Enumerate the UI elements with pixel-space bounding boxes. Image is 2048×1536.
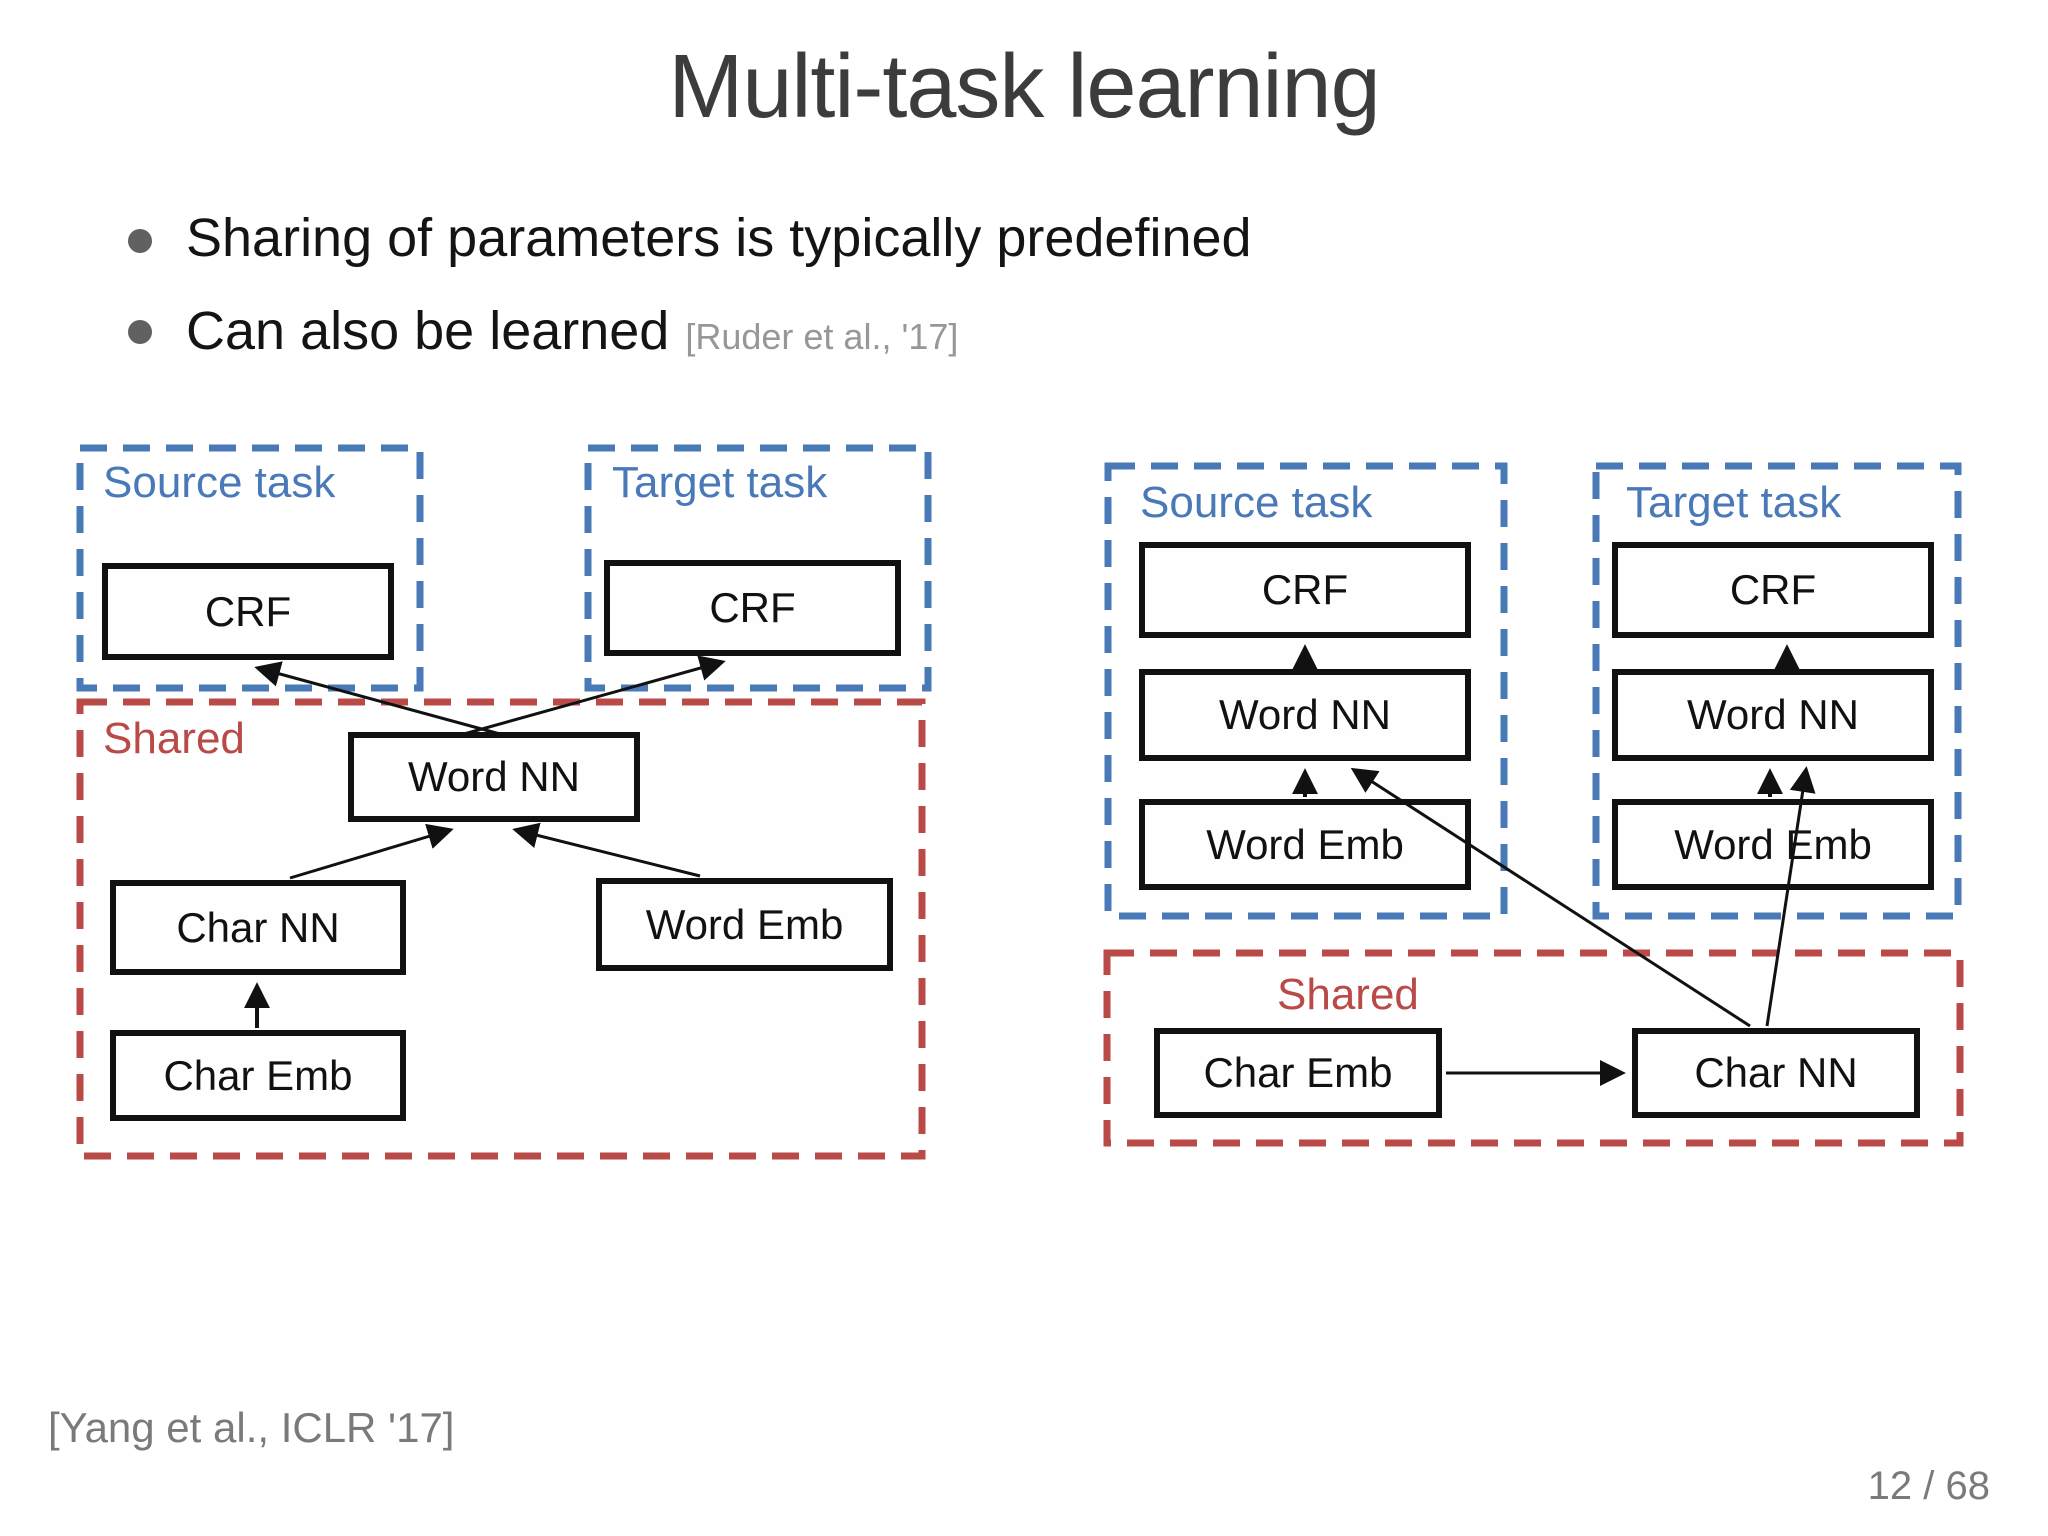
- bullet-2-citation: [Ruder et al., '17]: [685, 316, 959, 357]
- left-target-crf-box: CRF: [604, 560, 901, 656]
- right-target-word-emb-box: Word Emb: [1612, 799, 1934, 890]
- bullet-1-text: Sharing of parameters is typically prede…: [186, 208, 1252, 268]
- slide-title: Multi-task learning: [668, 37, 1380, 137]
- arrow-left-wordnn-to-target-crf: [463, 655, 726, 736]
- left-shared-label: Shared: [103, 714, 245, 763]
- right-target-crf-box: CRF: [1612, 542, 1934, 638]
- arrow-left-wordemb-to-wordnn: [512, 822, 701, 878]
- bullet-item-1: Sharing of parameters is typically prede…: [128, 206, 1252, 270]
- left-word-nn-box: Word NN: [348, 732, 640, 822]
- arrow-left-wordnn-to-source-crf: [254, 661, 501, 736]
- left-source-crf-box: CRF: [102, 563, 394, 660]
- right-char-emb-box: Char Emb: [1154, 1028, 1442, 1118]
- footer-citation: [Yang et al., ICLR '17]: [48, 1404, 455, 1451]
- right-shared-label: Shared: [1277, 970, 1419, 1019]
- left-char-nn-box: Char NN: [110, 880, 406, 975]
- left-target-task-label: Target task: [612, 458, 828, 507]
- right-source-word-nn-box: Word NN: [1139, 669, 1471, 761]
- left-source-task-label: Source task: [103, 458, 336, 507]
- bullet-dot-icon: [128, 229, 152, 253]
- left-word-emb-box: Word Emb: [596, 878, 893, 971]
- bullet-item-2: Can also be learned [Ruder et al., '17]: [128, 299, 958, 369]
- page-number: 12 / 68: [1867, 1464, 1990, 1508]
- right-target-task-label: Target task: [1626, 478, 1842, 527]
- bullet-2-text: Can also be learned [Ruder et al., '17]: [186, 299, 958, 369]
- right-target-word-nn-box: Word NN: [1612, 669, 1934, 761]
- bullet-dot-icon: [128, 320, 152, 344]
- right-char-nn-box: Char NN: [1632, 1028, 1920, 1118]
- bullet-2-main: Can also be learned: [186, 301, 670, 361]
- arrow-left-charnn-to-wordnn: [289, 823, 454, 880]
- left-char-emb-box: Char Emb: [110, 1030, 406, 1121]
- right-source-task-label: Source task: [1140, 478, 1373, 527]
- right-source-crf-box: CRF: [1139, 542, 1471, 638]
- right-source-word-emb-box: Word Emb: [1139, 799, 1471, 890]
